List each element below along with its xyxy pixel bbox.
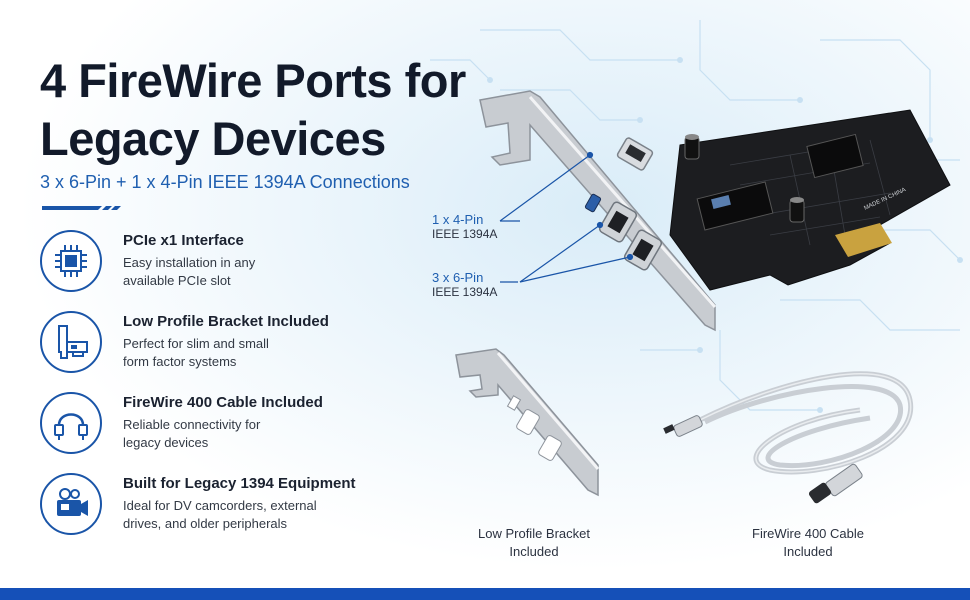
feature-description-line: legacy devices (123, 435, 209, 450)
feature-description-line: available PCIe slot (123, 273, 231, 288)
cable-icon (54, 413, 88, 440)
port-6pin-bottom (623, 229, 663, 271)
bracket-icon (58, 325, 88, 359)
feature-description-line: form factor systems (123, 354, 237, 369)
pcb-board: MADE IN CHINA (669, 109, 951, 291)
headline-line-2: Legacy Devices (40, 112, 386, 165)
callout-4pin-title: 1 x 4-Pin (432, 212, 484, 227)
pcie-card-illustration: MADE IN CHINA (479, 90, 951, 332)
full-height-bracket (479, 90, 717, 332)
capacitor (684, 134, 700, 160)
chip-icon (55, 245, 87, 277)
feature-description-line: Reliable connectivity for (123, 417, 261, 432)
accent-underline (42, 206, 121, 210)
pcie-gold-fingers (835, 223, 892, 257)
feature-icon-circle (40, 311, 102, 373)
low-profile-bracket-illustration (455, 348, 600, 497)
feature-icon-circle (40, 473, 102, 535)
caption-cable-line-2: Included (783, 544, 833, 559)
callout-6pin-title: 3 x 6-Pin (432, 270, 484, 285)
controller-chip (696, 181, 774, 231)
bottom-accent-bar (0, 588, 970, 600)
feature-title: PCIe x1 Interface (123, 232, 244, 249)
feature-description: Easy installation in any available PCIe … (123, 254, 363, 290)
port-6pin-top (616, 137, 654, 171)
feature-description-line: Ideal for DV camcorders, external (123, 498, 317, 513)
callout-4pin-subtitle: IEEE 1394A (432, 227, 498, 241)
feature-title: FireWire 400 Cable Included (123, 394, 323, 411)
caption-cable: FireWire 400 Cable Included (738, 525, 878, 561)
feature-bracket: Low Profile Bracket Included Perfect for… (40, 311, 370, 377)
feature-description: Ideal for DV camcorders, external drives… (123, 497, 363, 533)
headline: 4 FireWire Ports for Legacy Devices (40, 52, 470, 168)
port-6pin-middle (598, 201, 638, 243)
connector-6pin-plug (808, 463, 863, 504)
feature-icon-circle (40, 392, 102, 454)
connector-4pin-plug (663, 415, 703, 437)
headline-line-1: 4 FireWire Ports for (40, 54, 466, 107)
firewire-cable-illustration (663, 371, 914, 504)
feature-pcie: PCIe x1 Interface Easy installation in a… (40, 230, 370, 296)
caption-bracket-line-2: Included (509, 544, 559, 559)
bridge-chip (806, 133, 864, 179)
feature-description-line: Easy installation in any (123, 255, 256, 270)
callout-6pin: 3 x 6-Pin IEEE 1394A (432, 270, 497, 299)
feature-title: Built for Legacy 1394 Equipment (123, 475, 356, 492)
callout-6pin-subtitle: IEEE 1394A (432, 285, 498, 299)
caption-bracket: Low Profile Bracket Included (464, 525, 604, 561)
feature-description: Perfect for slim and small form factor s… (123, 335, 363, 371)
feature-legacy: Built for Legacy 1394 Equipment Ideal fo… (40, 473, 370, 539)
feature-title: Low Profile Bracket Included (123, 313, 329, 330)
camcorder-icon (57, 488, 88, 516)
port-4pin (584, 193, 602, 213)
feature-description: Reliable connectivity for legacy devices (123, 416, 363, 452)
capacitor (789, 197, 805, 223)
feature-description-line: drives, and older peripherals (123, 516, 288, 531)
feature-icon-circle (40, 230, 102, 292)
callout-lines (499, 151, 634, 283)
feature-description-line: Perfect for slim and small (123, 336, 269, 351)
caption-bracket-line-1: Low Profile Bracket (478, 526, 590, 541)
caption-cable-line-1: FireWire 400 Cable (752, 526, 864, 541)
feature-cable: FireWire 400 Cable Included Reliable con… (40, 392, 370, 458)
headline-subtitle: 3 x 6-Pin + 1 x 4-Pin IEEE 1394A Connect… (40, 172, 410, 192)
callout-4pin: 1 x 4-Pin IEEE 1394A (432, 212, 497, 241)
